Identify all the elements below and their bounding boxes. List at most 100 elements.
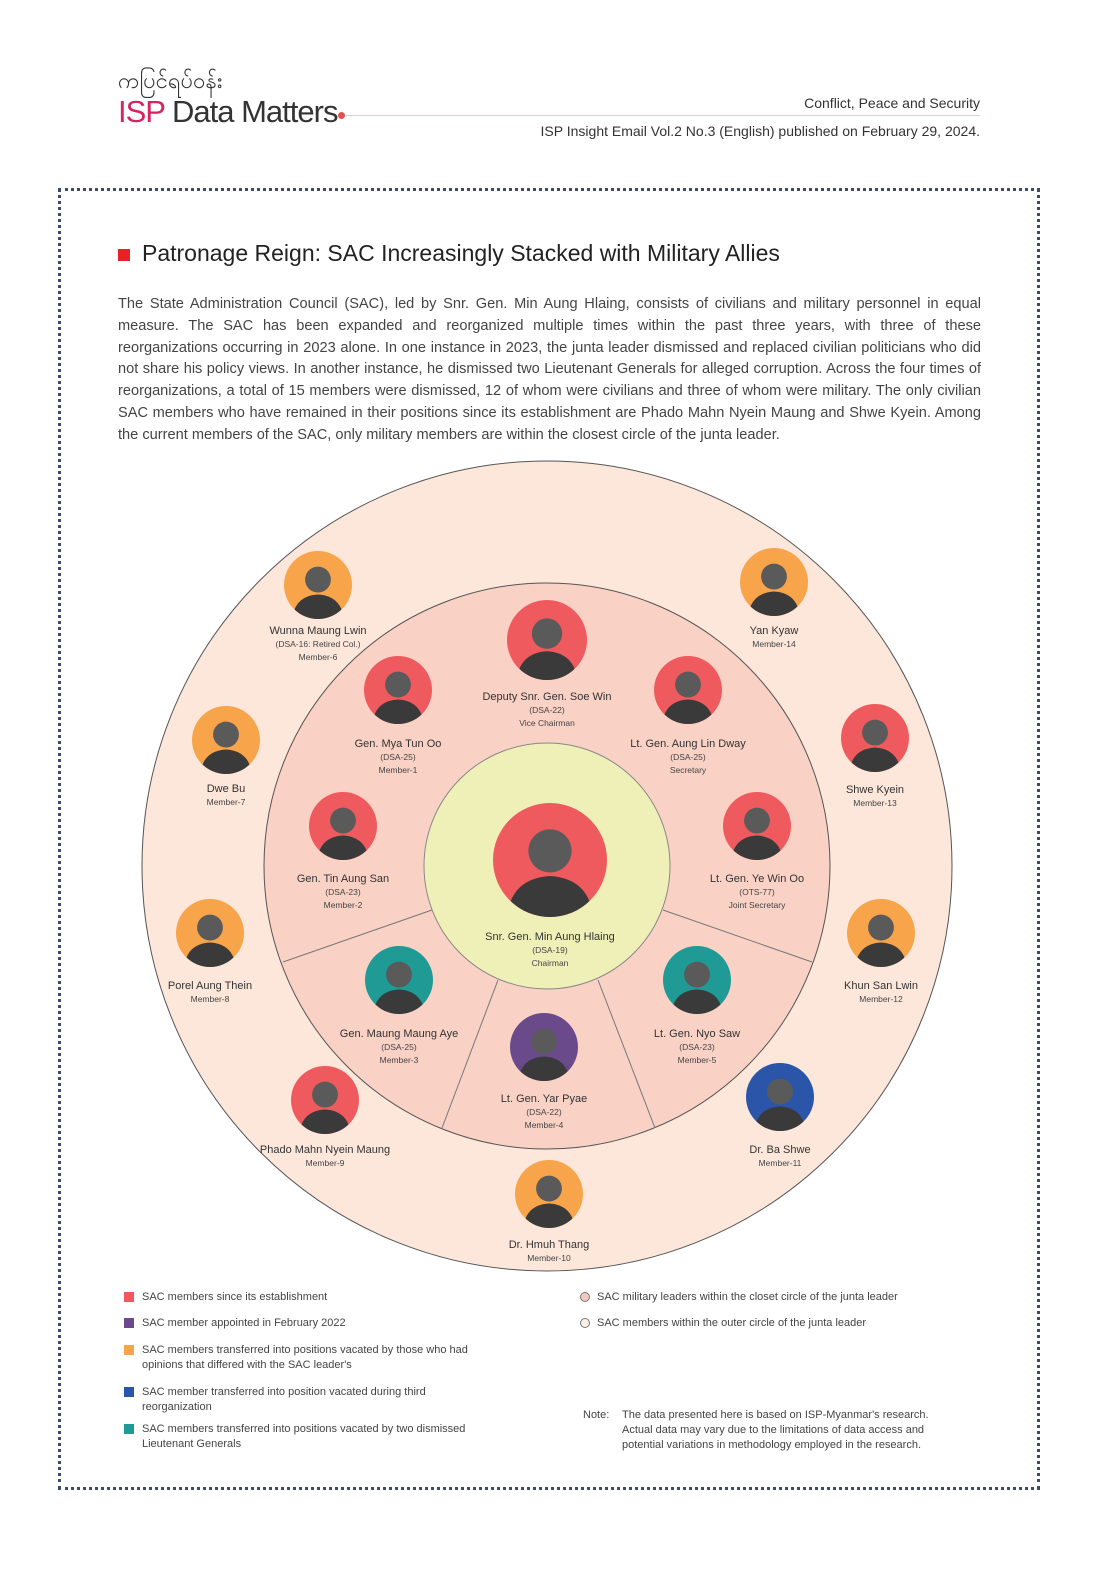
- person-silhouette-icon: [292, 566, 344, 619]
- category-label: Conflict, Peace and Security: [804, 95, 980, 111]
- member-photo: [507, 600, 587, 680]
- legend-label: SAC members within the outer circle of t…: [597, 1317, 867, 1329]
- note-text: The data presented here is based on ISP-…: [622, 1409, 929, 1451]
- member-sub2: Member-1: [378, 765, 418, 775]
- member-sub2: Member-9: [305, 1158, 345, 1168]
- member-label: Deputy Snr. Gen. Soe Win(DSA-22)Vice Cha…: [447, 690, 647, 730]
- member-photo: [515, 1160, 583, 1228]
- member-sub2: Member-4: [524, 1120, 564, 1130]
- article-intro: The State Administration Council (SAC), …: [118, 296, 981, 443]
- member-photo: [841, 704, 909, 772]
- member-sub1: (DSA-23): [325, 887, 361, 897]
- legend-label: SAC member appointed in February 2022: [142, 1317, 346, 1329]
- brand-logo: ISP Data Matters: [118, 94, 338, 130]
- member-label: Gen. Maung Maung Aye(DSA-25)Member-3: [299, 1027, 499, 1067]
- person-silhouette-icon: [372, 671, 424, 724]
- legend-label: SAC members since its establishment: [142, 1291, 328, 1303]
- person-silhouette-icon: [671, 961, 723, 1014]
- member-name: Khun San Lwin: [844, 980, 918, 992]
- person-silhouette-icon: [317, 807, 369, 860]
- member-name: Gen. Maung Maung Aye: [339, 1028, 459, 1040]
- ring-divider: [597, 979, 656, 1129]
- member-name: Dwe Bu: [206, 783, 246, 795]
- member-name: Lt. Gen. Aung Lin Dway: [630, 738, 746, 750]
- member-sub1: (DSA-16: Retired Col.): [275, 639, 361, 649]
- member-photo: [510, 1013, 578, 1081]
- member-label: Gen. Tin Aung San(DSA-23)Member-2: [243, 872, 443, 912]
- content-frame: [58, 188, 1040, 1490]
- person-silhouette-icon: [200, 721, 252, 774]
- person-silhouette-icon: [748, 563, 800, 616]
- ring-divider: [662, 909, 813, 963]
- member-name: Lt. Gen. Nyo Saw: [653, 1028, 741, 1040]
- legend-swatch: [124, 1424, 134, 1434]
- legend-swatch: [124, 1318, 134, 1328]
- legend-label: SAC members transferred into positions v…: [142, 1423, 466, 1450]
- person-silhouette-icon: [373, 961, 425, 1014]
- member-sub2: Secretary: [669, 765, 707, 775]
- member-photo: [740, 548, 808, 616]
- member-name: Dr. Ba Shwe: [749, 1144, 811, 1156]
- legend-swatch: [124, 1345, 134, 1355]
- member-sub2: Joint Secretary: [728, 900, 786, 910]
- person-silhouette-icon: [516, 618, 578, 680]
- member-label: Lt. Gen. Yar Pyae(DSA-22)Member-4: [444, 1092, 644, 1132]
- member-photo: [291, 1066, 359, 1134]
- brand-dot: [338, 112, 345, 119]
- person-silhouette-icon: [849, 719, 901, 772]
- person-silhouette-icon: [523, 1175, 575, 1228]
- article-title: Patronage Reign: SAC Increasingly Stacke…: [142, 240, 780, 266]
- legend-swatch: [124, 1387, 134, 1397]
- ring-divider: [441, 979, 499, 1129]
- header-divider: [346, 115, 980, 116]
- legend-swatch: [124, 1292, 134, 1302]
- member-sub2: Member-3: [379, 1055, 419, 1065]
- legend-label: SAC military leaders within the closet c…: [597, 1291, 898, 1303]
- member-sub2: Member-11: [758, 1158, 802, 1168]
- member-sub2: Member-10: [527, 1253, 571, 1263]
- member-name: Phado Mahn Nyein Maung: [259, 1144, 391, 1156]
- member-sub2: Member-8: [190, 994, 230, 1004]
- member-sub1: (DSA-19): [532, 945, 568, 955]
- note-label: Note:: [583, 1409, 610, 1421]
- member-name: Porel Aung Thein: [167, 980, 253, 992]
- title-marker: [118, 249, 130, 261]
- brand-name: Data Matters: [164, 94, 338, 129]
- member-label: Lt. Gen. Nyo Saw (DSA-23) Member-5: [597, 1027, 797, 1067]
- legend-label: SAC member transferred into position vac…: [142, 1386, 426, 1413]
- brand-burmese-logo: ကပြင်ရပ်ဝန်း: [118, 68, 223, 93]
- member-photo: [365, 946, 433, 1014]
- person-silhouette-icon: [184, 914, 236, 967]
- member-label: Snr. Gen. Min Aung Hlaing (DSA-19) Chairma…: [450, 930, 650, 970]
- member-photo: [364, 656, 432, 724]
- member-name: Snr. Gen. Min Aung Hlaing: [485, 931, 615, 943]
- member-sub2: Vice Chairman: [519, 718, 575, 728]
- person-silhouette-icon: [731, 807, 783, 860]
- member-label: Lt. Gen. Ye Win Oo(OTS-77)Joint Secretar…: [657, 872, 857, 912]
- brand-isp: ISP: [118, 94, 165, 129]
- person-silhouette-icon: [518, 1028, 570, 1081]
- member-sub2: Member-14: [752, 639, 796, 649]
- member-sub1: (DSA-23): [679, 1042, 715, 1052]
- member-name: Dr. Hmuh Thang: [508, 1239, 590, 1251]
- member-photo: [723, 792, 791, 860]
- legend-circle: [580, 1318, 590, 1328]
- member-label: Gen. Mya Tun Oo(DSA-25)Member-1: [298, 737, 498, 777]
- legend-circle: [580, 1292, 590, 1302]
- member-sub2: Chairman: [531, 958, 569, 968]
- member-sub2: Member-5: [677, 1055, 717, 1065]
- member-label: Lt. Gen. Aung Lin Dway (DSA-25) Secretary: [588, 737, 788, 777]
- member-photo: [493, 803, 607, 917]
- member-sub1: (DSA-22): [526, 1107, 562, 1117]
- member-sub1: (DSA-25): [670, 752, 706, 762]
- publication-info: ISP Insight Email Vol.2 No.3 (English) p…: [540, 123, 980, 139]
- member-name: Shwe Kyein: [845, 784, 905, 796]
- ring-divider: [282, 909, 433, 963]
- member-photo: [663, 946, 731, 1014]
